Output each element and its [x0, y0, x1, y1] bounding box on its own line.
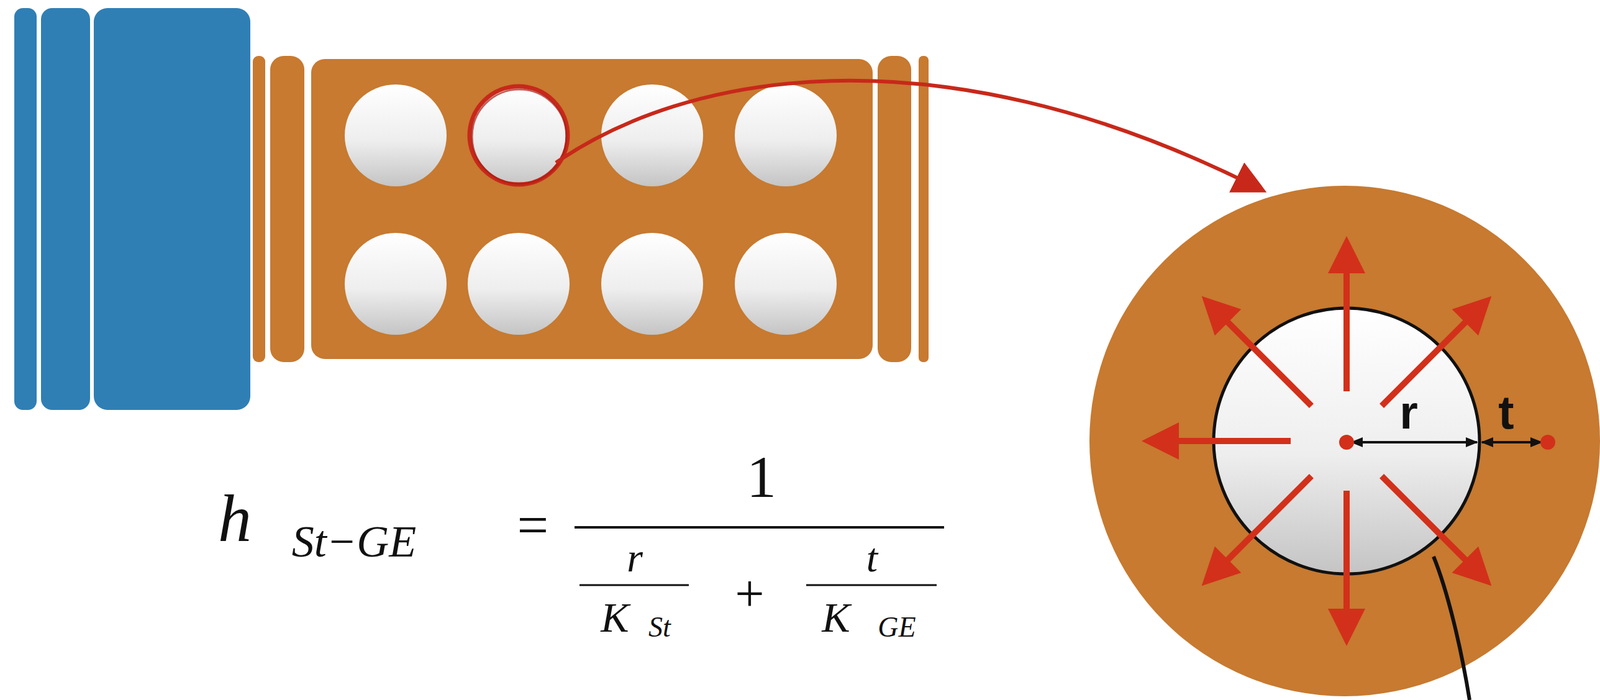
flux-arrow	[1160, 437, 1291, 445]
particle	[344, 84, 447, 187]
particle	[601, 84, 704, 187]
flux-arrow	[1343, 490, 1350, 628]
blue-blocks	[14, 8, 251, 410]
heat-flux-arrows	[1160, 254, 1479, 628]
flux-arrow	[1214, 476, 1312, 574]
formula-numerator: 1	[746, 447, 777, 507]
flux-arrow	[1381, 309, 1479, 407]
center-dot	[1339, 434, 1355, 450]
particle	[601, 232, 704, 335]
radius-dimension	[1351, 440, 1478, 444]
formula-subscript: St	[648, 613, 671, 642]
highlight-ring	[472, 89, 567, 184]
formula-operator: +	[734, 567, 764, 620]
formula-symbol: h	[218, 485, 252, 553]
fraction-bar	[574, 526, 945, 529]
fraction-bar	[579, 584, 689, 587]
formula-symbol: r	[626, 537, 643, 579]
formula-symbol: K	[821, 596, 850, 639]
particle	[734, 232, 837, 335]
dimension-label: t	[1498, 388, 1514, 437]
flux-arrow	[1381, 476, 1479, 574]
particles	[344, 84, 837, 335]
formula-subscript: GE	[877, 613, 916, 642]
dimension-label: r	[1399, 388, 1419, 437]
particle	[344, 232, 447, 335]
fraction-bar	[806, 584, 937, 587]
particle	[467, 232, 570, 335]
zoom-arrow	[555, 80, 1255, 187]
formula-subscript: St−GE	[291, 519, 417, 564]
formula-symbol: K	[600, 596, 629, 639]
formula-symbol: t	[866, 537, 878, 579]
highlight-ring	[469, 86, 568, 185]
orange-plates	[252, 55, 929, 363]
matrix-shell	[1089, 185, 1600, 697]
flux-arrow	[1214, 309, 1312, 407]
flux-arrow	[1343, 254, 1350, 392]
leader-line	[1433, 556, 1470, 700]
formula-operator: =	[517, 497, 550, 554]
particle	[467, 84, 570, 187]
thickness-dimension	[1481, 440, 1542, 444]
end-dot	[1540, 434, 1556, 450]
particle	[734, 84, 837, 187]
